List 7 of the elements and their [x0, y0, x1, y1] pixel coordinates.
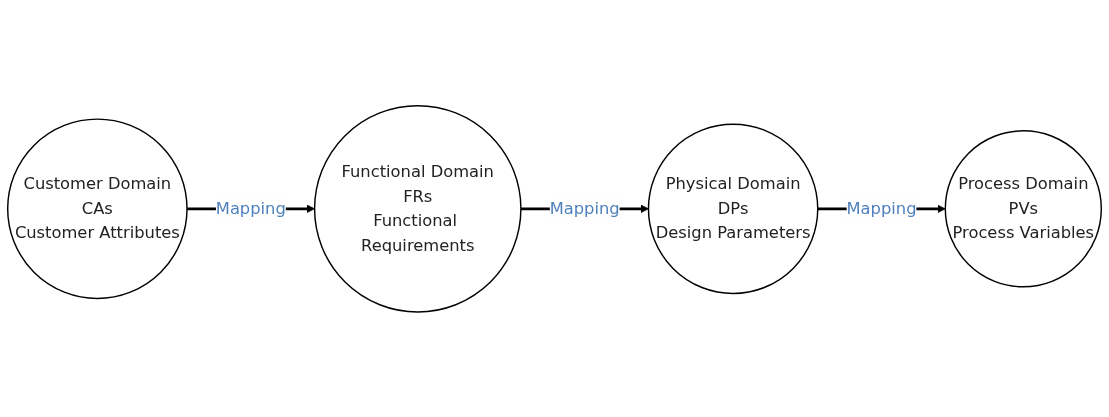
node-circle: Customer Domain CAs Customer Attributes [6, 118, 188, 299]
edge-label: Mapping [846, 198, 917, 218]
node-circle: Functional Domain FRs Functional Requirements [313, 104, 522, 313]
node-circle: Physical Domain DPs Design Parameters [647, 123, 819, 294]
edge-label: Mapping [549, 198, 620, 218]
node-circle: Process Domain PVs Process Variables [944, 129, 1103, 288]
edge-label: Mapping [215, 198, 286, 218]
